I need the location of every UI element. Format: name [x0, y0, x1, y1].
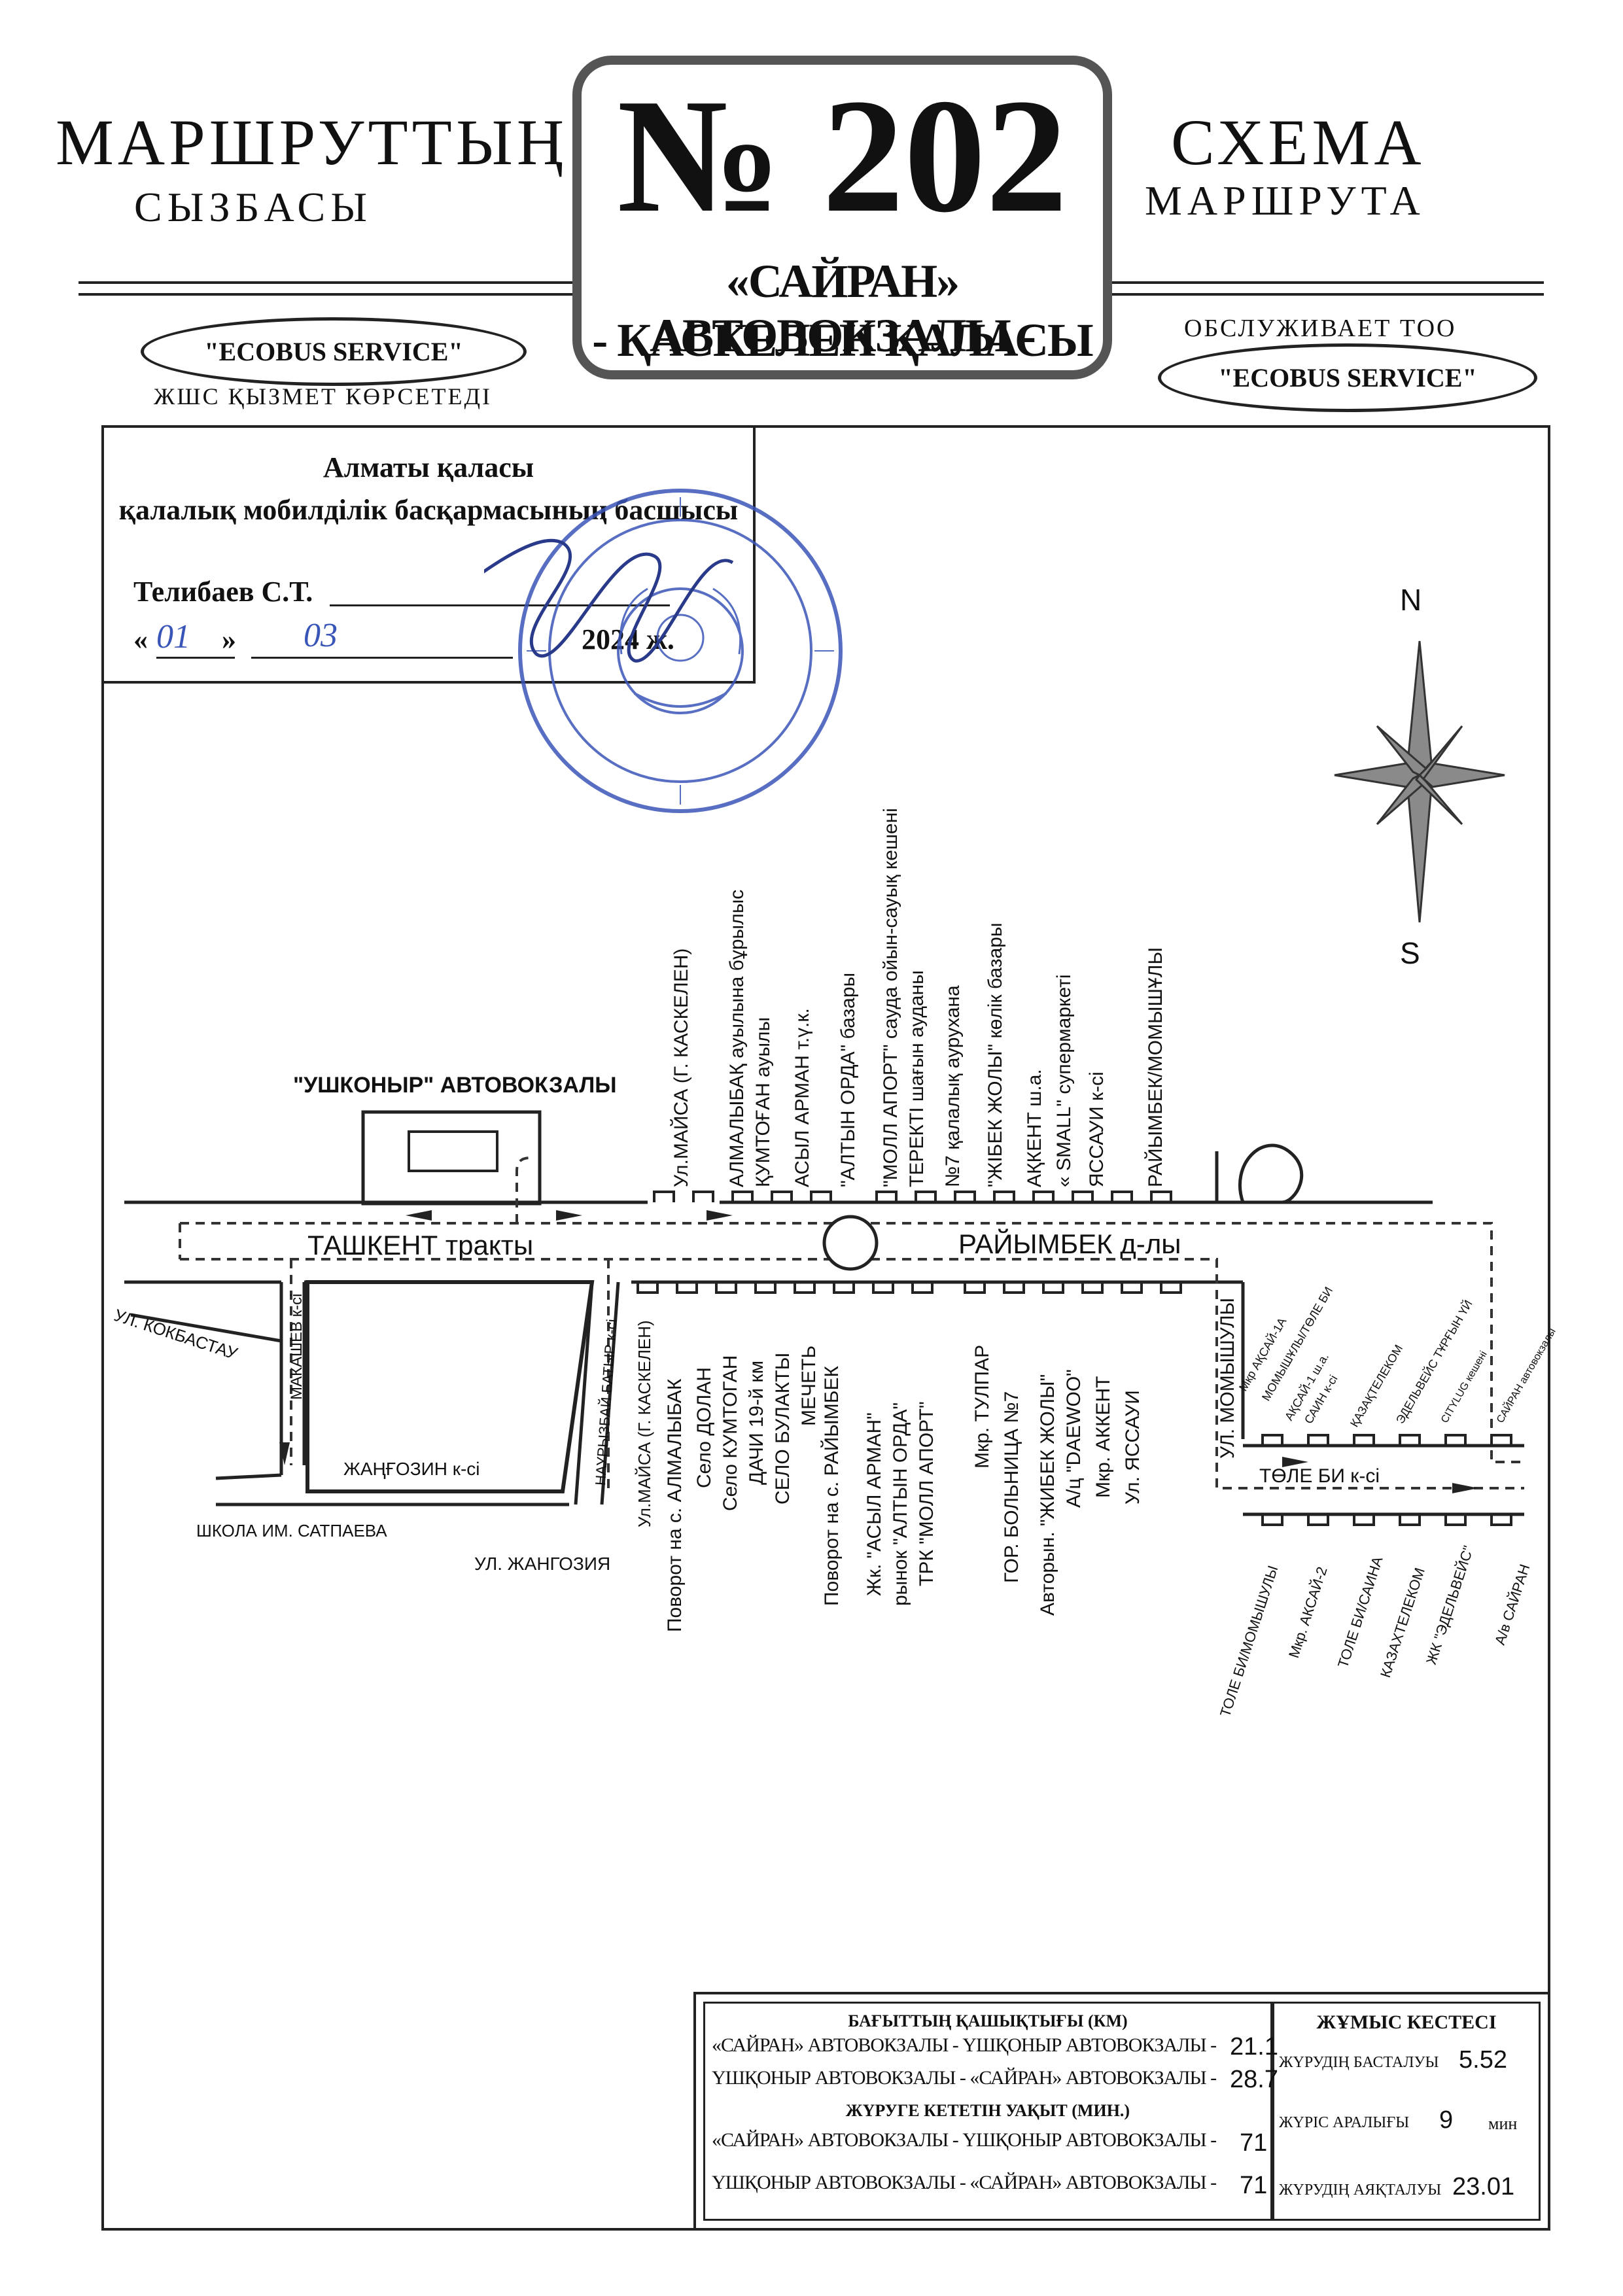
date-month: 03 — [304, 617, 338, 654]
official-stamp — [484, 489, 843, 813]
bottom-stop: Село ДОЛАН — [693, 1367, 715, 1488]
bottom-stop: ГОР. БОЛЬНИЦА №7 — [1001, 1391, 1022, 1583]
top-stop: "ЖІБЕК ЖОЛЫ" көлік базары — [985, 922, 1006, 1187]
operator-caption-right: ОБСЛУЖИВАЕТ ТОО — [1184, 315, 1457, 342]
route-number: № 202 — [617, 65, 1068, 247]
bottom-stop: Поворот на с. АЛМАЛЫБАК — [664, 1378, 686, 1632]
top-stop: АҚКЕНТ ш.а. — [1024, 1069, 1045, 1187]
street-raiymbek: РАЙЫМБЕК д-лы — [958, 1228, 1181, 1259]
schedule-row-label: ЖҮРУДІҢ АЯҚТАЛУЫ — [1279, 2182, 1442, 2199]
left-title: МАРШРУТТЫҢ — [56, 106, 568, 179]
compass-north: N — [1400, 583, 1422, 617]
bottom-stop: Село КУМТОГАН — [720, 1355, 741, 1511]
left-subtitle: СЫЗБАСЫ — [134, 184, 372, 230]
schedule-row-value: 9 — [1439, 2106, 1454, 2134]
bottom-stop: Поворот на с. РАЙЫМБЕК — [821, 1366, 843, 1606]
right-subtitle: МАРШРУТА — [1145, 177, 1425, 224]
time-row-label: «САЙРАН» АВТОВОКЗАЛЫ - ҮШҚОНЫР АВТОВОКЗА… — [712, 2129, 1217, 2151]
bottom-stop: Ул. ЯССАУИ — [1122, 1390, 1143, 1505]
street-tashkent: ТАШКЕНТ тракты — [307, 1230, 534, 1261]
bottom-stop: Авторын. "ЖИБЕК ЖОЛЫ" — [1037, 1374, 1058, 1616]
top-stop: РАЙЫМБЕК/МОМЫШҰЛЫ — [1145, 947, 1166, 1187]
bottom-stop: Ул.МАЙСА (Г. КАСКЕЛЕН) — [635, 1320, 654, 1527]
approval-signer: Телибаев С.Т. — [133, 576, 313, 608]
top-stop: "МОЛЛ АПОРТ" сауда ойын-сауық кешені — [880, 808, 901, 1187]
schedule-row-unit: мин — [1488, 2114, 1518, 2133]
bottom-stop: Мкр. ТУЛПАР — [971, 1344, 993, 1469]
right-title: СХЕМА — [1171, 106, 1425, 179]
route-name-line2: - ҚАСКЕЛЕН ҚАЛАСЫ — [592, 314, 1094, 366]
top-stop: №7 қалалық аурухана — [942, 985, 964, 1187]
terminal-label: "УШКОНЫР" АВТОВОКЗАЛЫ — [293, 1073, 617, 1098]
distance-row-value: 28.7 — [1230, 2066, 1278, 2093]
schedule-row-label: ЖҮРУДІҢ БАСТАЛУЫ — [1279, 2054, 1439, 2071]
approval-line1: Алматы қаласы — [323, 451, 534, 483]
time-row-value: 71 — [1240, 2172, 1268, 2199]
time-header: ЖҮРУГЕ КЕТЕТІН УАҚЫТ (МИН.) — [845, 2101, 1130, 2120]
compass-rose-icon — [1334, 640, 1505, 923]
top-stop: Ул.МАЙСА (Г. КАСКЕЛЕН) — [671, 948, 692, 1187]
date-open: « — [133, 623, 148, 655]
bottom-stop: А/ц "DAEWOO" — [1063, 1369, 1085, 1508]
date-day: 01 — [156, 618, 190, 655]
signature-line — [330, 604, 670, 606]
time-row-value: 71 — [1240, 2129, 1268, 2157]
schedule-header: ЖҰМЫС КЕСТЕСІ — [1316, 2011, 1497, 2033]
top-stop: АЛМАЛЫБАҚ ауылына бұрылыс — [726, 889, 748, 1187]
date-month-line — [251, 657, 513, 659]
street-tole-bi: ТӨЛЕ БИ к-сі — [1259, 1465, 1380, 1487]
schedule-panel — [1272, 2002, 1541, 2221]
street-zhangozia: УЛ. ЖАНГОЗИЯ — [474, 1554, 611, 1574]
info-table — [693, 1992, 1550, 2231]
top-stop: ҚУМТОҒАН ауылы — [752, 1017, 774, 1187]
bottom-stop: ДАЧИ 19-й км — [746, 1360, 767, 1485]
top-stop: ЯССАУИ к-сі — [1086, 1071, 1108, 1187]
top-stop: АСЫЛ АРМАН т.ү.к. — [792, 1008, 813, 1187]
approval-line2: қалалық мобилділік басқармасының басшысы — [118, 494, 739, 526]
route-box: № 202 «САЙРАН» АВТОВОКЗАЛЫ - - ҚАСКЕЛЕН … — [572, 56, 1112, 379]
schedule-row-label: ЖҮРІС АРАЛЫҒЫ — [1279, 2114, 1410, 2131]
distance-header: БАҒЫТТЫҢ ҚАШЫҚТЫҒЫ (КМ) — [848, 2011, 1128, 2030]
route-name-line1: «САЙРАН» АВТОВОКЗАЛЫ - — [650, 255, 1036, 362]
time-row-label: ҮШҚОНЫР АВТОВОКЗАЛЫ - «САЙРАН» АВТОВОКЗА… — [712, 2172, 1217, 2193]
operator-oval-left: "ECOBUS SERVICE" — [141, 317, 527, 386]
street-momyshuly: УЛ. МОМЫШУЛЫ — [1217, 1297, 1238, 1459]
distance-row-label: «САЙРАН» АВТОВОКЗАЛЫ - ҮШҚОНЫР АВТОВОКЗА… — [712, 2034, 1217, 2056]
distance-row-label: ҮШҚОНЫР АВТОВОКЗАЛЫ - «САЙРАН» АВТОВОКЗА… — [712, 2067, 1217, 2089]
top-stop: "АЛТЫН ОРДА" базары — [837, 972, 859, 1187]
date-day-line — [156, 657, 235, 659]
school-label: ШКОЛА ИМ. САТПАЕВА — [196, 1521, 387, 1540]
distance-row-value: 21.1 — [1230, 2033, 1278, 2061]
approval-box: Алматы қаласы қалалық мобилділік басқарм… — [101, 425, 756, 684]
street-makashev: МАКАШЕВ к-сі — [288, 1293, 305, 1400]
bottom-stop: СЕЛО БУЛАКТЫ — [772, 1352, 794, 1505]
schedule-row-value: 5.52 — [1459, 2046, 1507, 2074]
operator-caption-left: ЖШС ҚЫЗМЕТ КӨРСЕТЕДІ — [154, 383, 493, 409]
top-stop: « SMALL" супермаркеті — [1053, 974, 1075, 1187]
distance-time-panel — [703, 2002, 1272, 2221]
bottom-stop: рынок "АЛТЫН ОРДА" — [890, 1402, 911, 1606]
bottom-stop: Жк. "АСЫЛ АРМАН" — [864, 1412, 885, 1596]
bottom-stop: МЕЧЕТЬ — [798, 1345, 820, 1426]
date-close: » — [222, 623, 236, 655]
bottom-stop: Мкр. АККЕНТ — [1092, 1376, 1114, 1498]
compass-south: S — [1400, 936, 1420, 970]
operator-oval-right: "ECOBUS SERVICE" — [1158, 343, 1537, 412]
bottom-stop: ТРК "МОЛЛ АПОРТ" — [916, 1401, 937, 1586]
schedule-row-value: 23.01 — [1452, 2173, 1515, 2200]
top-stop: ТЕРЕКТІ шағын ауданы — [906, 970, 928, 1187]
street-zhangozin: ЖАҢҒОЗИН к-сі — [343, 1459, 480, 1479]
